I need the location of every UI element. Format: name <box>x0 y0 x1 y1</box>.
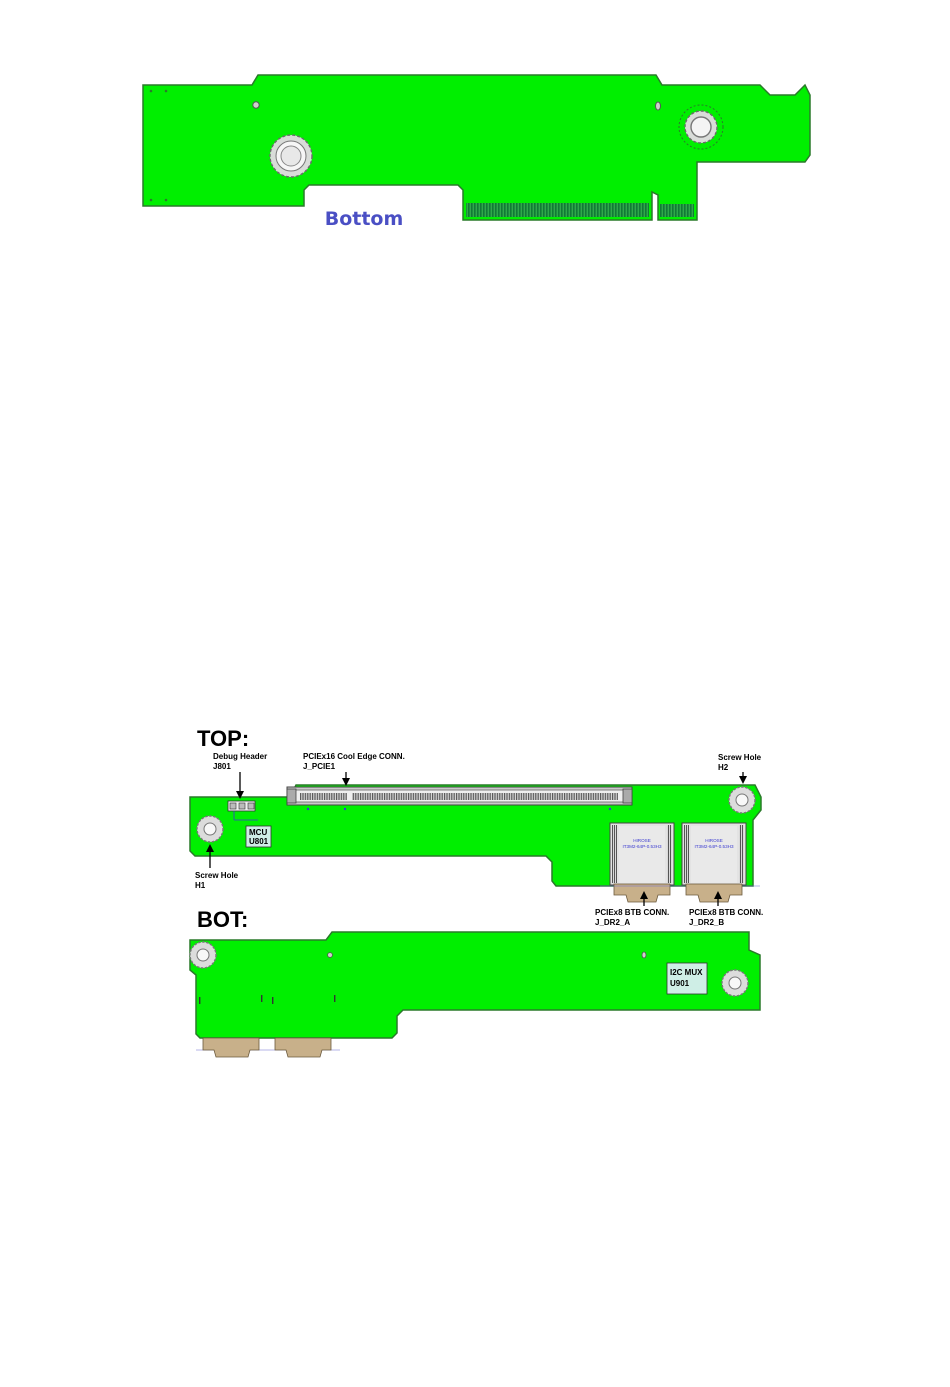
i2c-mux-chip-u901: I2C MUX U901 <box>667 963 707 994</box>
gold-finger-main <box>466 203 649 217</box>
btb-bottom-footprints <box>196 1038 340 1057</box>
bottom-view-label: Bottom <box>325 208 404 230</box>
mcu-ref: U801 <box>249 837 269 846</box>
svg-text:IT3M2-64P-0.53H3: IT3M2-64P-0.53H3 <box>622 844 662 849</box>
figure2-top-view: TOP: MCU U801 <box>190 726 763 927</box>
figure1-riser-bottom: Bottom <box>143 75 810 230</box>
svg-text:J801: J801 <box>213 762 231 771</box>
callout-debug-header: Debug Header J801 <box>213 752 267 799</box>
svg-text:J_DR2_B: J_DR2_B <box>689 918 724 927</box>
bot-heading: BOT: <box>197 907 248 932</box>
screw-hole-bot-right <box>722 970 748 996</box>
svg-text:HIROSE: HIROSE <box>705 838 723 843</box>
screw-hole-bot-left <box>190 942 216 968</box>
svg-text:HIROSE: HIROSE <box>633 838 651 843</box>
svg-text:PCIEx8 BTB CONN.: PCIEx8 BTB CONN. <box>595 908 669 917</box>
screw-hole-h2 <box>729 787 755 813</box>
svg-text:Debug Header: Debug Header <box>213 752 267 761</box>
callout-screw-h2: Screw Hole H2 <box>718 753 762 784</box>
svg-text:Screw Hole: Screw Hole <box>718 753 762 762</box>
screw-hole-h1 <box>197 816 223 842</box>
svg-text:J_DR2_A: J_DR2_A <box>595 918 630 927</box>
svg-text:PCIEx16 Cool Edge CONN.: PCIEx16 Cool Edge CONN. <box>303 752 405 761</box>
gold-finger-key <box>660 204 694 217</box>
callout-pcie-connector: PCIEx16 Cool Edge CONN. J_PCIE1 <box>303 752 405 786</box>
mcu-chip-u801: MCU U801 <box>246 826 271 847</box>
svg-text:H2: H2 <box>718 763 729 772</box>
svg-text:Screw Hole: Screw Hole <box>195 871 239 880</box>
i2c-mux-name: I2C MUX <box>670 968 703 977</box>
top-heading: TOP: <box>197 726 249 751</box>
mounting-hole-left <box>270 135 312 177</box>
i2c-mux-ref: U901 <box>670 979 690 988</box>
svg-text:PCIEx8 BTB CONN.: PCIEx8 BTB CONN. <box>689 908 763 917</box>
svg-text:IT3M2-64P-0.53H3: IT3M2-64P-0.53H3 <box>694 844 734 849</box>
svg-text:J_PCIE1: J_PCIE1 <box>303 762 336 771</box>
btb-connector-b: HIROSE IT3M2-64P-0.53H3 <box>682 823 746 902</box>
figure2-bot-view: BOT: I2C MUX U901 <box>190 907 760 1057</box>
mcu-name: MCU <box>249 828 267 837</box>
svg-text:H1: H1 <box>195 881 206 890</box>
